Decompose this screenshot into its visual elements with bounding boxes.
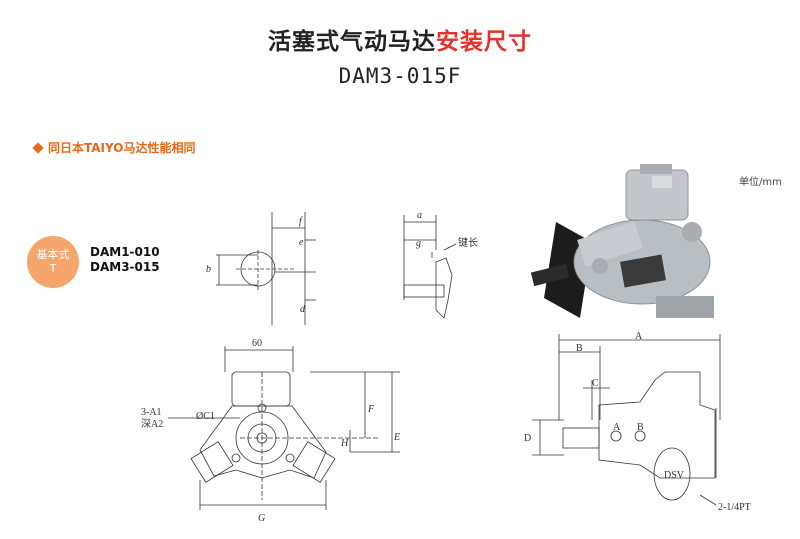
label-hole1: 3-A1 (141, 407, 162, 418)
label-a: a (417, 210, 422, 221)
label-port-a: A (613, 422, 621, 433)
side-view-diagram (532, 334, 721, 506)
model-item: DAM3-015 (90, 260, 160, 274)
label-hole2: 深A2 (141, 418, 163, 430)
label-F: F (367, 404, 375, 415)
label-e: e (299, 237, 304, 248)
label-g: g (416, 238, 421, 249)
label-b: b (206, 264, 211, 275)
label-c1: ØC1 (196, 411, 215, 422)
model-number: DAM3-015F (338, 64, 462, 88)
badge-line1: 基本式 (36, 248, 70, 261)
shaft-end-diagram (216, 212, 316, 325)
label-60: 60 (252, 338, 262, 349)
type-badge: 基本式 T (27, 236, 79, 288)
label-G: G (258, 513, 265, 524)
front-view-diagram (168, 346, 400, 510)
label-B: B (576, 343, 583, 354)
key-diagram (403, 215, 457, 319)
subtitle: 同日本TAIYO马达性能相同 (32, 139, 196, 156)
subtitle-text: 同日本TAIYO马达性能相同 (48, 141, 196, 155)
model-item: DAM1-010 (90, 245, 160, 259)
label-D: D (524, 433, 531, 444)
label-E: E (393, 432, 400, 443)
label-port-b: B (637, 422, 644, 433)
badge-line2: T (49, 262, 57, 275)
title-main: 活塞式气动马达 (268, 29, 436, 55)
label-d: d (300, 304, 306, 315)
model-list: DAM1-010 DAM3-015 (90, 245, 160, 275)
label-A: A (635, 331, 643, 342)
label-f: f (299, 216, 303, 227)
unit-label: 单位/mm (739, 177, 782, 188)
motor-photo (530, 164, 714, 318)
title-highlight: 安装尺寸 (436, 29, 532, 55)
label-brand: DSV (664, 470, 685, 481)
label-key: 键长 (458, 236, 478, 249)
page-title: 活塞式气动马达安装尺寸 (0, 22, 800, 56)
label-pt: 2-1/4PT (718, 502, 751, 513)
label-C: C (592, 378, 599, 389)
label-H: H (340, 438, 349, 449)
